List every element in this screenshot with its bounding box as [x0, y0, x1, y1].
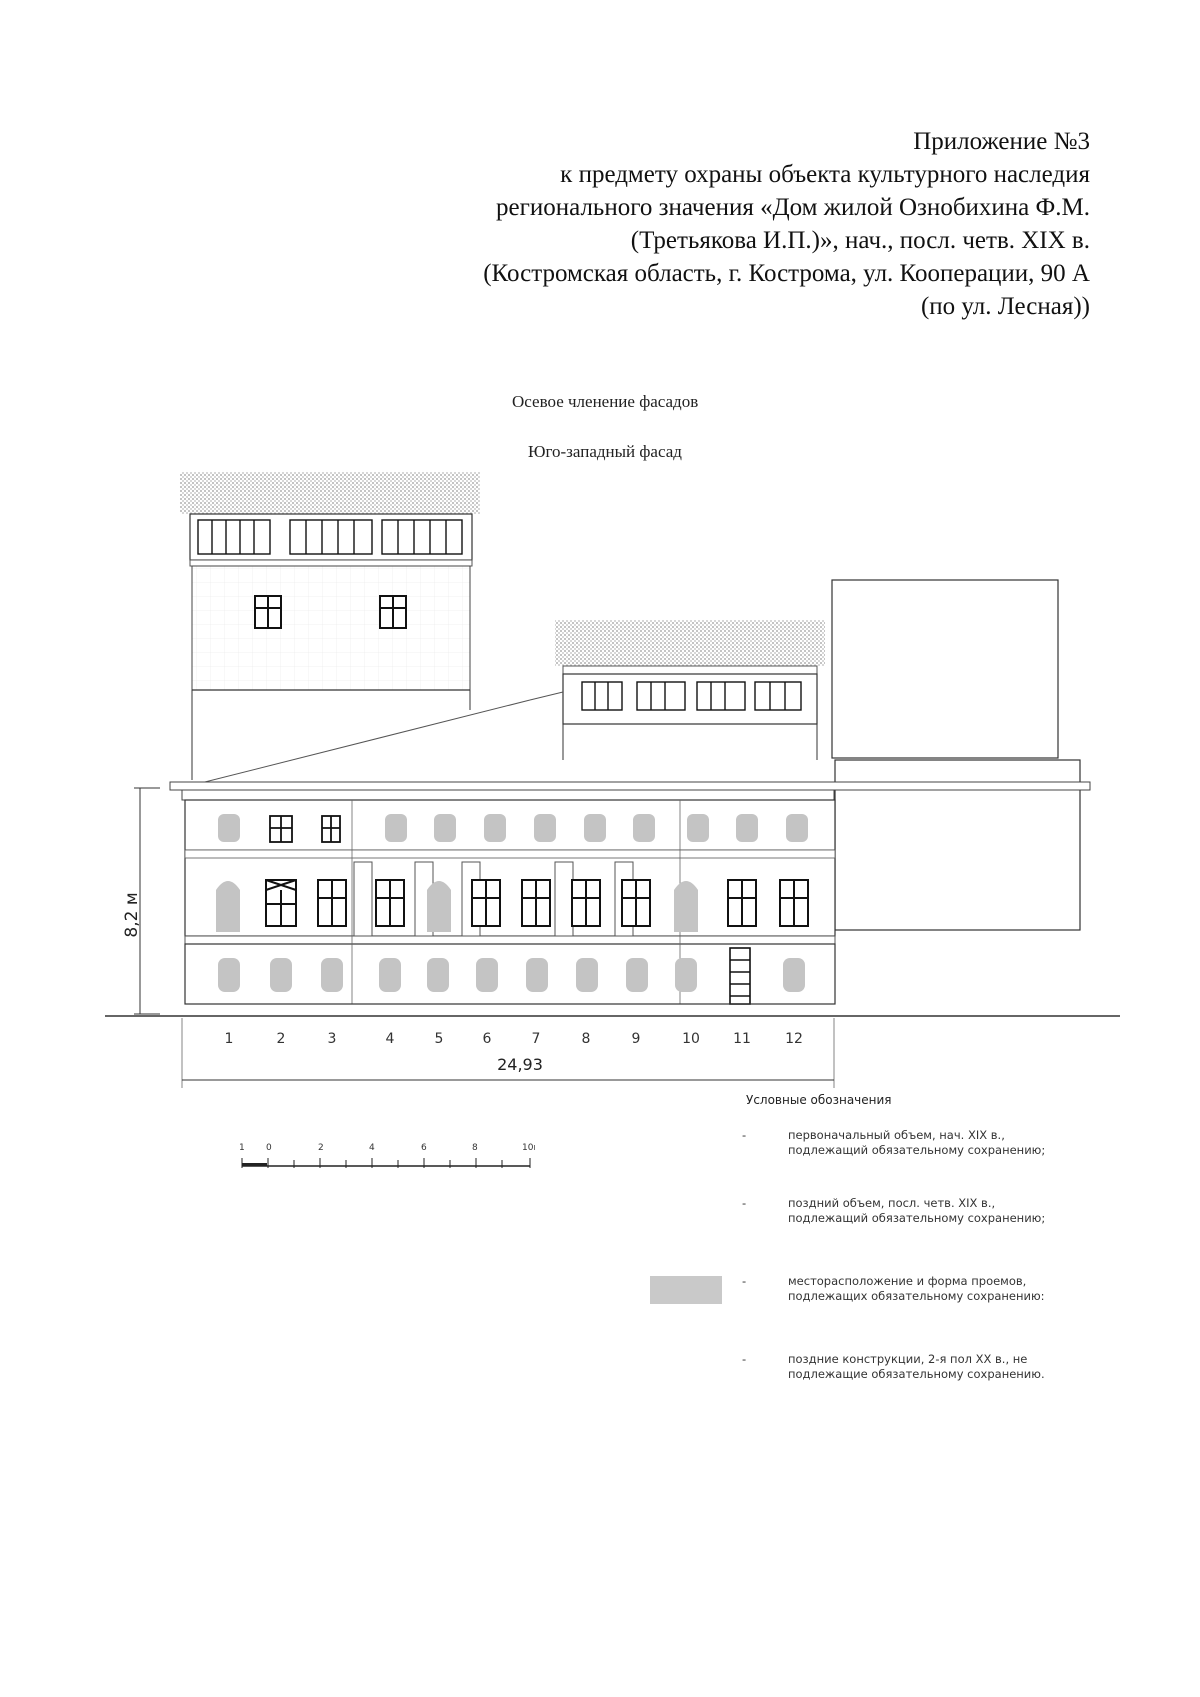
axis-label: 9: [632, 1031, 641, 1047]
axis-label: 6: [483, 1031, 492, 1047]
middle-attic: [555, 620, 825, 760]
header-line: к предмету охраны объекта культурного на…: [560, 161, 1090, 188]
axis-label: 1: [225, 1031, 234, 1047]
section-caption: Осевое членение фасадов: [512, 392, 699, 411]
header-line: (Третьякова И.П.)», нач., посл. четв. XI…: [630, 227, 1090, 254]
legend-text: первоначальный объем, нач. XIX в., подле…: [788, 1128, 1046, 1157]
legend-text: месторасположение и форма проемов, подле…: [788, 1274, 1045, 1303]
legend-gray-swatch: [650, 1276, 722, 1304]
axis-label: 12: [785, 1031, 803, 1047]
legend-dash: -: [742, 1274, 747, 1288]
scale-tick-label: 10м: [522, 1143, 535, 1153]
scale-bar: 1 0 2 4 6 8 10м: [239, 1143, 535, 1168]
scale-tick-label: 6: [421, 1143, 427, 1153]
appendix-header: Приложение №3 к предмету охраны объекта …: [330, 125, 1090, 323]
legend-title: Условные обозначения: [746, 1093, 892, 1107]
legend-text: поздние конструкции, 2-я пол XX в., не п…: [788, 1352, 1045, 1381]
axis-label: 5: [435, 1031, 444, 1047]
legend-dash: -: [742, 1196, 747, 1210]
legend-dash: -: [742, 1128, 747, 1142]
scale-tick-label: 0: [266, 1143, 272, 1153]
axis-label: 3: [328, 1031, 337, 1047]
axis-label: 7: [532, 1031, 541, 1047]
legend-text: поздний объем, посл. четв. XIX в., подле…: [788, 1196, 1046, 1225]
facade-caption: Юго-западный фасад: [528, 442, 682, 461]
axis-label: 8: [582, 1031, 591, 1047]
header-line: (по ул. Лесная)): [920, 293, 1090, 320]
right-block: [831, 579, 1081, 931]
axis-label: 2: [277, 1031, 286, 1047]
header-line: (Костромская область, г. Кострома, ул. К…: [483, 260, 1090, 287]
scale-tick-label: 8: [472, 1143, 478, 1153]
height-dimension-label: 8,2 м: [122, 892, 142, 937]
axis-label: 11: [733, 1031, 751, 1047]
header-line: регионального значения «Дом жилой Озноби…: [496, 194, 1090, 221]
main-facade: [184, 799, 836, 1005]
left-tower: [180, 472, 480, 780]
scale-tick-label: 2: [318, 1143, 324, 1153]
axis-label: 4: [386, 1031, 395, 1047]
scale-tick-label: 1: [239, 1143, 245, 1153]
width-dimension-label: 24,93: [497, 1055, 543, 1074]
axis-label: 10: [682, 1031, 700, 1047]
header-line: Приложение №3: [913, 128, 1090, 155]
scale-tick-label: 4: [369, 1143, 375, 1153]
facade-drawing: 8,2 м 24,93 1 2 3 4 5 6 7 8 9 10 11 12: [105, 472, 1120, 1088]
legend-dash: -: [742, 1352, 747, 1366]
